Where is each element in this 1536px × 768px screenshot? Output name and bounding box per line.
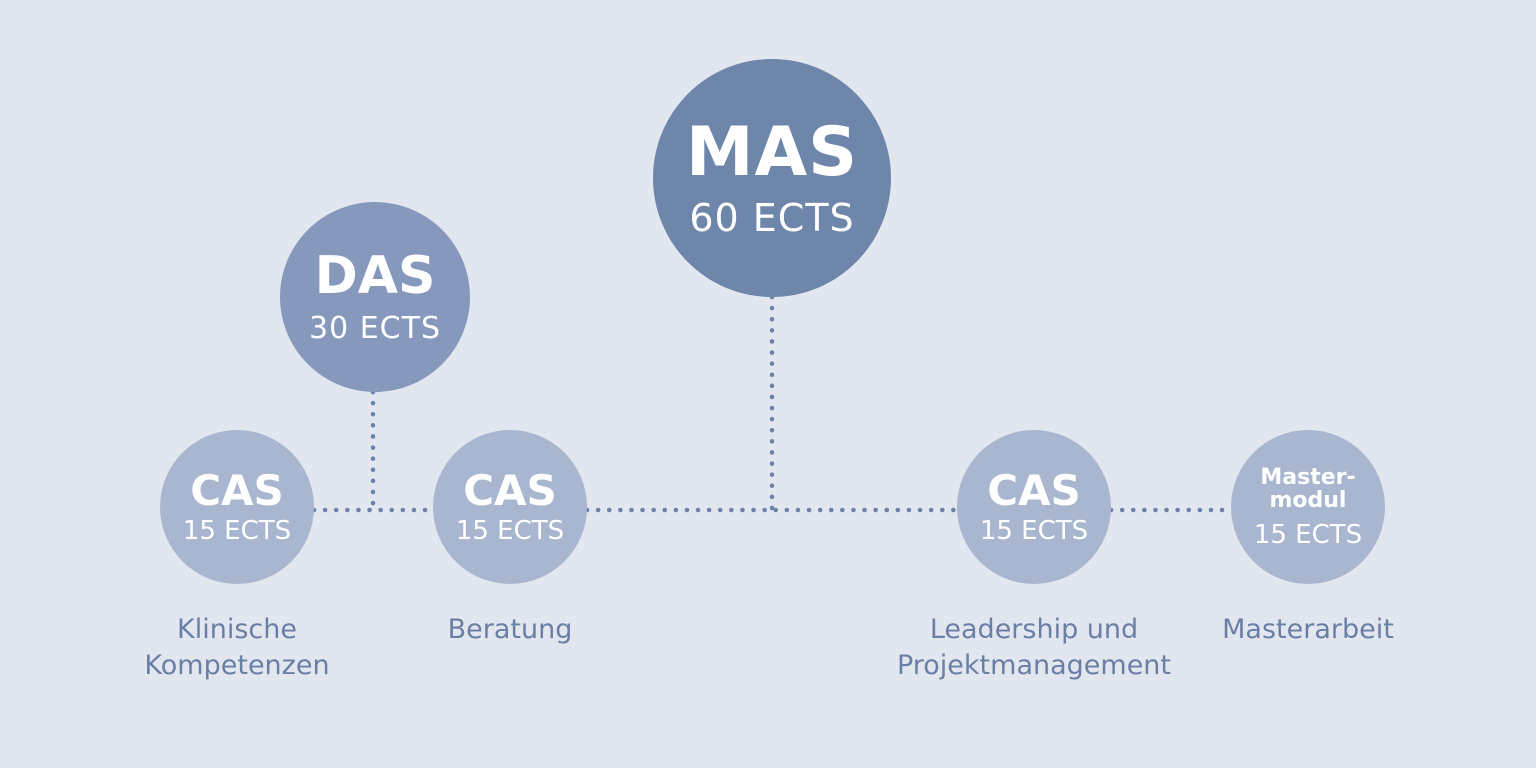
mas-ects: 60 ECTS [689, 196, 855, 240]
mas-node: MAS 60 ECTS [653, 59, 891, 297]
mastermodul-node: Master- modul 15 ECTS [1231, 430, 1385, 584]
cas-abbr: CAS [463, 466, 557, 515]
label-beratung: Beratung [447, 614, 573, 645]
label-leadership: Leadership und Projektmanagement [896, 614, 1172, 681]
das-ects: 30 ECTS [309, 311, 441, 346]
label-masterarbeit: Masterarbeit [1222, 614, 1394, 645]
cas-ects: 15 ECTS [455, 516, 565, 546]
mastermodul-abbr: Master- modul [1260, 464, 1356, 513]
das-node: DAS 30 ECTS [280, 202, 470, 392]
das-abbr: DAS [314, 246, 436, 306]
cas-abbr: CAS [190, 466, 284, 515]
cas-ects: 15 ECTS [979, 516, 1089, 546]
mastermodul-ects: 15 ECTS [1253, 520, 1363, 551]
cas-abbr: CAS [987, 466, 1081, 515]
cas-node-leadership: CAS 15 ECTS [957, 430, 1111, 584]
cas-ects: 15 ECTS [182, 516, 292, 546]
label-klinische-kompetenzen: Klinische Kompetenzen [144, 614, 330, 681]
mas-abbr: MAS [685, 113, 859, 192]
cas-node-klinische-kompetenzen: CAS 15 ECTS [160, 430, 314, 584]
cas-node-beratung: CAS 15 ECTS [433, 430, 587, 584]
